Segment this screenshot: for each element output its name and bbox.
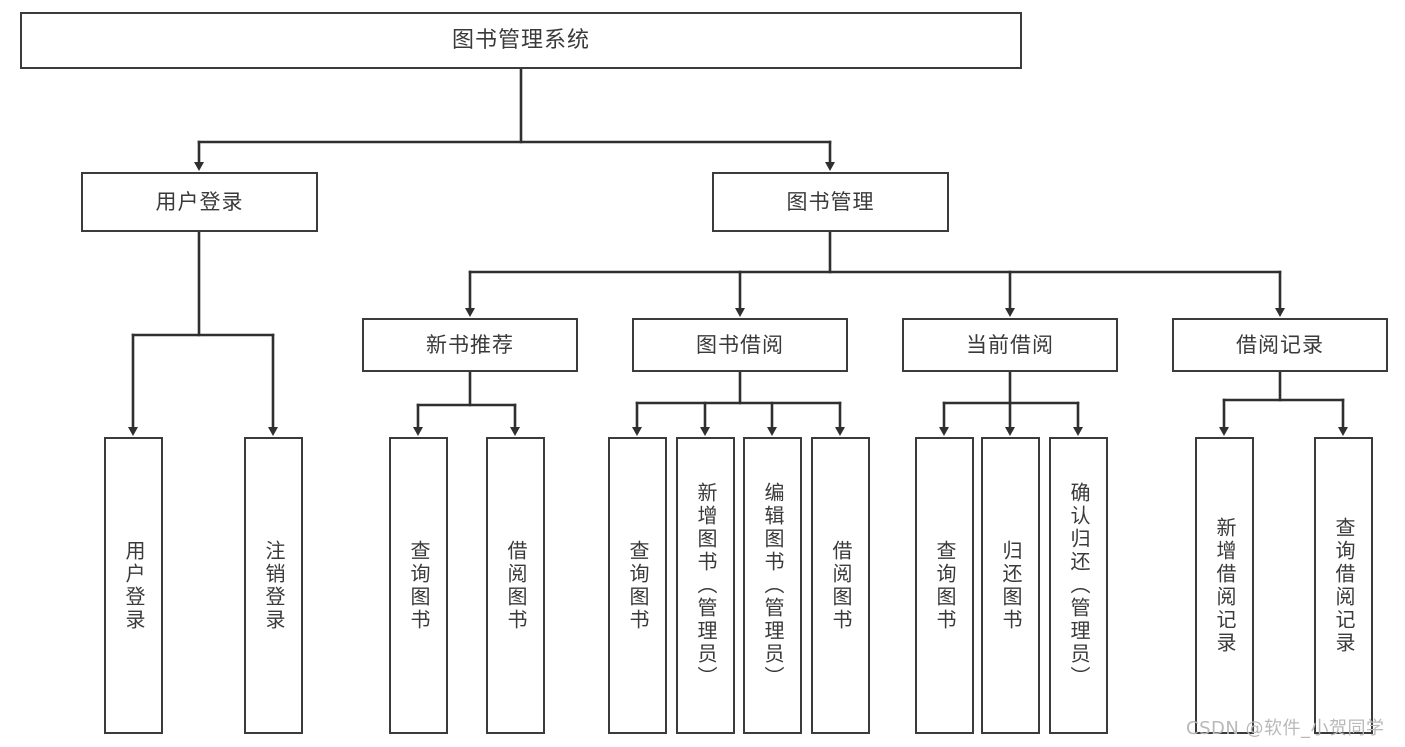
node-user-login[interactable]: 用户登录 — [81, 172, 318, 232]
leaf-current-borrow-return[interactable]: 归还图书 — [981, 437, 1040, 734]
leaf-user-login-login-label: 用户登录 — [122, 539, 146, 632]
node-new-book-recommend[interactable]: 新书推荐 — [362, 318, 578, 372]
leaf-current-borrow-query[interactable]: 查询图书 — [915, 437, 974, 734]
node-root-system[interactable]: 图书管理系统 — [20, 12, 1022, 69]
leaf-book-borrow-query[interactable]: 查询图书 — [608, 437, 667, 734]
leaf-borrow-record-add-label: 新增借阅记录 — [1213, 516, 1237, 655]
node-user-login-label: 用户登录 — [155, 189, 244, 214]
node-root-system-label: 图书管理系统 — [451, 27, 590, 53]
node-borrow-record[interactable]: 借阅记录 — [1172, 318, 1388, 372]
leaf-user-login-logout[interactable]: 注销登录 — [244, 437, 303, 734]
leaf-current-borrow-confirm[interactable]: 确认归还（管理员） — [1049, 437, 1108, 734]
leaf-user-login-logout-label: 注销登录 — [262, 539, 286, 632]
leaf-book-borrow-query-label: 查询图书 — [626, 539, 650, 632]
leaf-new-book-borrow[interactable]: 借阅图书 — [486, 437, 545, 734]
leaf-user-login-login[interactable]: 用户登录 — [104, 437, 163, 734]
node-book-management-label: 图书管理 — [786, 189, 875, 214]
leaf-borrow-record-query-label: 查询借阅记录 — [1332, 516, 1356, 655]
node-book-management[interactable]: 图书管理 — [712, 172, 949, 232]
leaf-current-borrow-query-label: 查询图书 — [933, 539, 957, 632]
leaf-book-borrow-lend-label: 借阅图书 — [829, 539, 853, 632]
leaf-borrow-record-query[interactable]: 查询借阅记录 — [1314, 437, 1373, 734]
node-current-borrow-label: 当前借阅 — [966, 332, 1054, 357]
node-book-borrow-label: 图书借阅 — [696, 332, 784, 357]
leaf-new-book-query-label: 查询图书 — [407, 539, 431, 632]
leaf-new-book-borrow-label: 借阅图书 — [504, 539, 528, 632]
leaf-current-borrow-return-label: 归还图书 — [999, 539, 1023, 632]
node-borrow-record-label: 借阅记录 — [1236, 332, 1324, 357]
node-book-borrow[interactable]: 图书借阅 — [632, 318, 848, 372]
leaf-current-borrow-confirm-label: 确认归还（管理员） — [1067, 482, 1091, 689]
watermark: CSDN @软件_小贺同学 — [1186, 718, 1385, 739]
leaf-book-borrow-add[interactable]: 新增图书（管理员） — [676, 437, 735, 734]
leaf-book-borrow-add-label: 新增图书（管理员） — [694, 482, 718, 689]
node-current-borrow[interactable]: 当前借阅 — [902, 318, 1118, 372]
node-new-book-recommend-label: 新书推荐 — [426, 332, 514, 357]
leaf-book-borrow-edit-label: 编辑图书（管理员） — [761, 482, 785, 689]
leaf-new-book-query[interactable]: 查询图书 — [389, 437, 448, 734]
leaf-book-borrow-edit[interactable]: 编辑图书（管理员） — [743, 437, 802, 734]
leaf-borrow-record-add[interactable]: 新增借阅记录 — [1195, 437, 1254, 734]
leaf-book-borrow-lend[interactable]: 借阅图书 — [811, 437, 870, 734]
